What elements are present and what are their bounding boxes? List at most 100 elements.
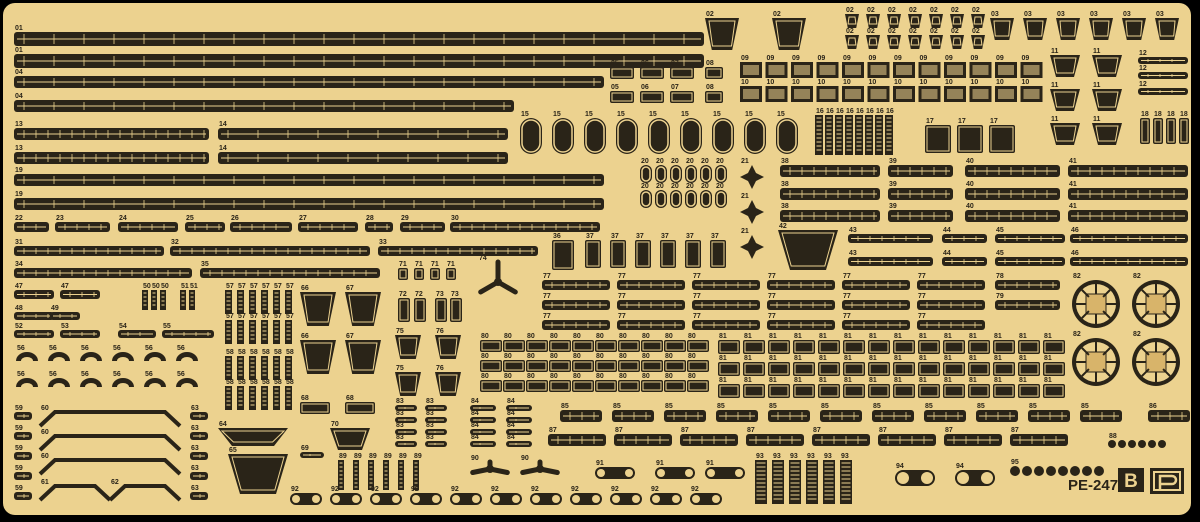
part-09-grid xyxy=(816,62,839,78)
part-number-label: 15 xyxy=(649,111,657,118)
part-number-label: 03 xyxy=(1123,11,1131,18)
part-number-label: 58 xyxy=(226,379,234,386)
part-number-label: 89 xyxy=(414,453,422,460)
part-number-label: 56 xyxy=(49,345,57,352)
part-80-box xyxy=(526,340,548,352)
part-57-ladder xyxy=(285,320,292,344)
part-number-label: 89 xyxy=(339,453,347,460)
part-11-plate xyxy=(1092,55,1122,77)
part-84-rail xyxy=(506,429,532,435)
part-87-rail xyxy=(944,434,1002,446)
part-number-label: 83 xyxy=(396,398,404,405)
part-57-ladder xyxy=(249,290,256,314)
part-number-label: 47 xyxy=(15,283,23,290)
part-81-box xyxy=(718,384,740,398)
part-81-box xyxy=(868,384,890,398)
part-number-label: 02 xyxy=(867,28,875,35)
part-number-label: 81 xyxy=(969,377,977,384)
part-number-label: 71 xyxy=(399,261,407,268)
part-number-label: 19 xyxy=(15,167,23,174)
part-number-label: 81 xyxy=(1044,355,1052,362)
part-number-label: 16 xyxy=(876,108,884,115)
part-number-label: 83 xyxy=(426,422,434,429)
part-92-chain xyxy=(290,493,322,505)
part-number-label: 08 xyxy=(706,84,714,91)
part-number-label: 41 xyxy=(1069,203,1077,210)
part-number-label: 81 xyxy=(944,377,952,384)
part-number-label: 51 xyxy=(190,283,198,290)
part-81-box xyxy=(943,384,965,398)
part-87-rail xyxy=(878,434,936,446)
part-56-crescent xyxy=(16,352,38,361)
part-number-label: 58 xyxy=(226,349,234,356)
part-81-box xyxy=(818,362,840,376)
part-85-rail xyxy=(1028,410,1070,422)
part-number-label: 92 xyxy=(571,486,579,493)
part-06-box xyxy=(640,67,664,79)
part-77-rail xyxy=(917,300,985,310)
part-number-label: 09 xyxy=(945,55,953,62)
part-37-box xyxy=(710,240,726,268)
part-number-label: 40 xyxy=(966,181,974,188)
part-number-label: 16 xyxy=(826,108,834,115)
part-number-label: 77 xyxy=(843,293,851,300)
part-number-label: 83 xyxy=(426,434,434,441)
part-58-ladder xyxy=(285,356,292,380)
part-number-label: 62 xyxy=(111,479,119,486)
part-number-label: 02 xyxy=(951,7,959,14)
part-number-label: 02 xyxy=(951,28,959,35)
part-number-label: 77 xyxy=(843,273,851,280)
part-number-label: 92 xyxy=(531,486,539,493)
part-07-box xyxy=(670,67,694,79)
part-86-rail xyxy=(1148,410,1190,422)
part-60-bracket xyxy=(38,410,182,428)
part-57-ladder xyxy=(273,320,280,344)
part-number-label: 10 xyxy=(741,79,749,86)
part-number-label: 81 xyxy=(769,355,777,362)
part-number-label: 09 xyxy=(869,55,877,62)
part-number-label: 80 xyxy=(481,333,489,340)
part-number-label: 87 xyxy=(1011,427,1019,434)
part-number-label: 92 xyxy=(331,486,339,493)
part-number-label: 81 xyxy=(844,333,852,340)
part-number-label: 77 xyxy=(768,273,776,280)
part-number-label: 72 xyxy=(415,291,423,298)
part-77-rail xyxy=(542,280,610,290)
part-81-box xyxy=(843,384,865,398)
part-number-label: 56 xyxy=(177,371,185,378)
part-20-oval xyxy=(715,165,727,183)
part-number-label: 04 xyxy=(15,69,23,76)
part-20-oval xyxy=(655,190,667,208)
part-number-label: 70 xyxy=(331,421,339,428)
part-16-ladder xyxy=(835,115,843,155)
part-number-label: 02 xyxy=(773,11,781,18)
part-81-box xyxy=(843,340,865,354)
part-56-crescent xyxy=(144,378,166,387)
part-20-oval xyxy=(670,165,682,183)
part-number-label: 58 xyxy=(286,349,294,356)
part-number-label: 20 xyxy=(686,158,694,165)
part-83-rail xyxy=(425,441,447,447)
part-number-label: 77 xyxy=(918,273,926,280)
part-41-rail xyxy=(1068,210,1188,222)
part-93-ladder xyxy=(823,460,835,504)
part-04-rail xyxy=(14,76,604,88)
part-80-box xyxy=(503,380,525,392)
part-14-rail xyxy=(218,128,508,140)
part-16-ladder xyxy=(865,115,873,155)
part-number-label: 80 xyxy=(527,353,535,360)
part-80-box xyxy=(618,360,640,372)
part-81-box xyxy=(943,362,965,376)
part-number-label: 81 xyxy=(944,355,952,362)
part-55-rail xyxy=(162,330,214,338)
part-67-plate xyxy=(345,340,381,374)
part-number-label: 85 xyxy=(977,403,985,410)
part-number-label: 90 xyxy=(471,455,479,462)
part-56-crescent xyxy=(80,352,102,361)
part-number-label: 12 xyxy=(1139,65,1147,72)
part-number-label: 02 xyxy=(888,7,896,14)
part-number-label: 50 xyxy=(152,283,160,290)
part-number-label: 80 xyxy=(550,353,558,360)
